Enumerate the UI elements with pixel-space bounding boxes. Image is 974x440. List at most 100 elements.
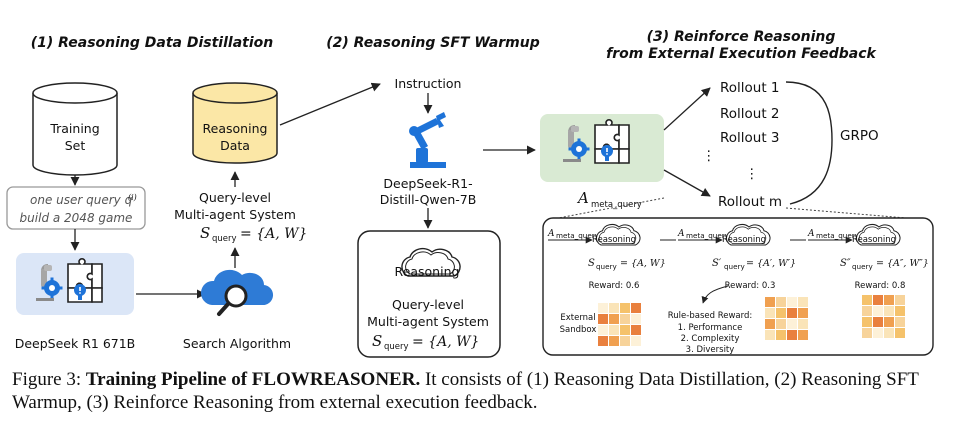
search-algorithm-label: Search Algorithm [183,336,291,351]
caption-title: Training Pipeline of FLOWREASONER. [85,369,421,390]
caption-figure-label: Figure 3: [12,369,82,390]
grid-tile [609,325,619,335]
grid-tile [620,325,630,335]
stage1-mas-line2: Multi-agent System [174,207,296,222]
stage2-reasoning-label: Reasoning [395,264,460,279]
meta-query-label: A meta_query [576,189,642,210]
grid-tile [798,308,808,318]
rollout-panel-2: A meta_query Reasoning S′ query = {A′, W… [677,223,796,291]
grid-tile [798,319,808,329]
svg-text:= {A, W}: = {A, W} [620,258,666,269]
panel1-input-label: A meta_query [547,229,600,240]
grid-tile [862,317,872,327]
panel2-reward: Reward: 0.3 [725,281,776,291]
grid-tile [884,328,894,338]
game-grid-2 [765,297,808,340]
student-model-label-2: Distill-Qwen-7B [380,192,477,207]
grid-tile [873,306,883,316]
panel1-reasoning-label: Reasoning [592,235,636,245]
grid-tile [884,306,894,316]
grid-tile [862,295,872,305]
section-1-title: (1) Reasoning Data Distillation [31,35,273,51]
panel1-reward: Reward: 0.6 [589,281,640,291]
grid-tile [598,314,608,324]
rule-title: Rule-based Reward: [668,311,752,321]
grid-tile [895,295,905,305]
sandbox-label-2: Sandbox [560,325,597,335]
panel2-input-label: A meta_query [677,229,730,240]
game-grids [598,295,905,346]
game-grid-1 [598,303,641,346]
rule-3: 3. Diversity [686,345,735,355]
svg-text:S: S [200,224,210,242]
panel3-output-formula: S″ query = {A″, W″} [840,258,929,271]
user-query-text: one user query q [30,193,133,207]
rollout-m: Rollout m [718,194,782,210]
grid-tile [765,319,775,329]
svg-text:query: query [596,262,617,271]
student-model-label-1: DeepSeek-R1- [383,176,472,191]
section-3-title-line1: (3) Reinforce Reasoning [647,29,836,45]
user-query-superscript: (i) [128,193,137,202]
instruction-label: Instruction [395,76,462,91]
training-set-cylinder [32,82,118,176]
stage2-mas-line1: Query-level [392,297,464,312]
stage1-mas-line1: Query-level [199,190,271,205]
grid-tile [895,317,905,327]
grid-tile [895,328,905,338]
user-query-example: build a 2048 game [20,211,133,225]
grid-tile [787,297,797,307]
rollout-ellipsis-mid: ⋮ [745,166,759,182]
grid-tile [631,325,641,335]
grid-tile [631,336,641,346]
grid-tile [873,295,883,305]
svg-text:A: A [807,229,815,239]
svg-text:query: query [852,262,873,271]
training-set-label-1: Training [49,121,99,136]
grid-tile [620,314,630,324]
svg-text:S: S [588,258,595,269]
grid-tile [598,325,608,335]
svg-text:A: A [677,229,685,239]
stage2-mas-line2: Multi-agent System [367,314,489,329]
reasoning-data-cylinder [192,82,278,164]
svg-text:query: query [212,234,237,244]
grpo-bracket [785,81,833,205]
reasoning-data-label-1: Reasoning [203,121,268,136]
svg-text:meta_query: meta_query [686,231,730,240]
svg-text:S′: S′ [712,258,722,269]
caption-body: It consists of (1) Reasoning Data Distil… [12,369,919,413]
stage1-mas-formula: S query = {A, W} [200,224,307,244]
grid-tile [884,295,894,305]
grid-tile [884,317,894,327]
grid-tile [609,303,619,313]
teacher-model-label: DeepSeek R1 671B [15,336,136,351]
stage2-output-box [357,230,501,358]
grid-tile [765,297,775,307]
rollout-panel-3: A meta_query Reasoning S″ query = {A″, W… [807,223,929,291]
svg-text:= {A, W}: = {A, W} [412,334,479,350]
svg-text:= {A′, W′}: = {A′, W′} [746,258,796,269]
rollout-2: Rollout 2 [720,106,780,122]
rollout-1: Rollout 1 [720,80,780,96]
grid-tile [798,297,808,307]
panel3-reasoning-label: Reasoning [852,235,896,245]
grid-tile [873,328,883,338]
grid-tile [776,330,786,340]
robot-arm-icon [409,112,446,168]
search-algorithm-icon [200,269,274,316]
grid-tile [776,308,786,318]
grid-tile [620,303,630,313]
svg-text:meta_query: meta_query [816,231,860,240]
panel2-output-formula: S′ query = {A′, W′} [712,258,796,271]
svg-text:query: query [384,342,409,352]
panel3-reward: Reward: 0.8 [855,281,906,291]
section-2-title: (2) Reasoning SFT Warmup [326,35,540,51]
grid-tile [609,314,619,324]
section-3-title-line2: from External Execution Feedback [606,46,877,62]
reasoning-data-label-2: Data [220,138,250,153]
grid-tile [862,328,872,338]
game-grid-3 [862,295,905,338]
svg-text:= {A, W}: = {A, W} [240,226,307,242]
